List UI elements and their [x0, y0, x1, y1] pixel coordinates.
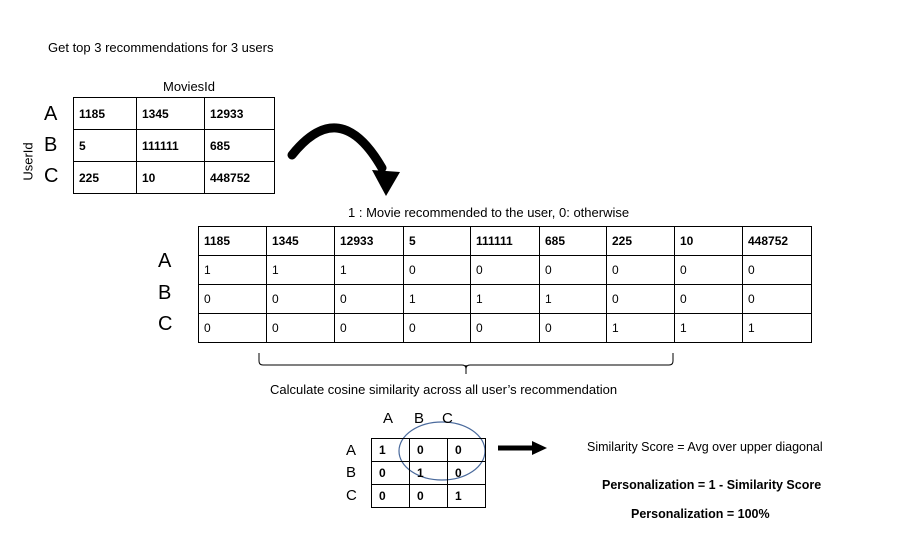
table-cell: 0 [266, 313, 335, 343]
table-cell: 1 [742, 313, 812, 343]
table-cell: 0 [674, 284, 743, 314]
table-cell: 0 [447, 461, 486, 485]
table-row: 1185 1345 12933 [73, 97, 275, 130]
table-cell: 1 [447, 484, 486, 508]
table2-row-label-a: A [158, 250, 172, 272]
user-movies-table: 1185 1345 12933 5 111111 685 225 10 4487… [73, 97, 275, 194]
table-row: 225 10 448752 [73, 161, 275, 194]
sim-col-label-a: A [383, 410, 394, 427]
table2-row-label-c: C [158, 313, 173, 335]
binary-recommendation-table: 1185 1345 12933 5 111111 685 225 10 4487… [198, 226, 812, 343]
column-header: 12933 [334, 226, 404, 256]
table-cell: 0 [334, 284, 404, 314]
table-cell: 1 [198, 255, 267, 285]
table-cell: 5 [73, 129, 137, 162]
calculation-text: Calculate cosine similarity across all u… [270, 382, 618, 397]
column-header: 1345 [266, 226, 335, 256]
sim-row-label-c: C [346, 487, 357, 504]
right-arrow-icon [498, 441, 547, 455]
table-row: 0 0 0 1 1 1 0 0 0 [198, 284, 812, 314]
table-cell: 0 [403, 313, 471, 343]
table1-row-label-a: A [44, 103, 58, 125]
column-header: 1185 [198, 226, 267, 256]
table-cell: 0 [266, 284, 335, 314]
table-cell: 1 [266, 255, 335, 285]
table-cell: 1 [470, 284, 540, 314]
sim-row-label-a: A [346, 442, 357, 459]
table-cell: 0 [371, 484, 410, 508]
table-cell: 0 [674, 255, 743, 285]
column-header: 5 [403, 226, 471, 256]
table-cell: 1 [409, 461, 448, 485]
table-cell: 0 [539, 255, 607, 285]
table-cell: 0 [606, 284, 675, 314]
table-cell: 0 [409, 484, 448, 508]
table2-row-label-b: B [158, 282, 172, 304]
table-cell: 0 [470, 313, 540, 343]
table-cell: 1185 [73, 97, 137, 130]
similarity-matrix: 1 0 0 0 1 0 0 0 1 [371, 438, 486, 508]
table-cell: 1 [403, 284, 471, 314]
table-cell: 0 [334, 313, 404, 343]
table-cell: 1 [539, 284, 607, 314]
table-cell: 0 [403, 255, 471, 285]
table-row: 0 1 0 [371, 461, 486, 485]
table-cell: 0 [742, 255, 812, 285]
column-header: 111111 [470, 226, 540, 256]
table-cell: 1 [371, 438, 410, 462]
table-cell: 111111 [136, 129, 205, 162]
sim-col-label-b: B [414, 410, 425, 427]
table-row: 1 1 1 0 0 0 0 0 0 [198, 255, 812, 285]
table-cell: 0 [371, 461, 410, 485]
sim-row-label-b: B [346, 464, 357, 481]
table-cell: 0 [539, 313, 607, 343]
table-cell: 0 [198, 313, 267, 343]
sim-col-label-c: C [442, 410, 453, 427]
legend-text: 1 : Movie recommended to the user, 0: ot… [348, 205, 630, 220]
column-header: 448752 [742, 226, 812, 256]
table-cell: 0 [447, 438, 486, 462]
movies-id-label: MoviesId [163, 79, 216, 94]
table-row: 0 0 1 [371, 484, 486, 508]
column-header: 685 [539, 226, 607, 256]
table-cell: 225 [73, 161, 137, 194]
table-cell: 448752 [204, 161, 275, 194]
table-row: 0 0 0 0 0 0 1 1 1 [198, 313, 812, 343]
table-cell: 0 [606, 255, 675, 285]
table-cell: 0 [409, 438, 448, 462]
table-cell: 1 [606, 313, 675, 343]
brace-icon [258, 353, 674, 374]
table-row: 1 0 0 [371, 438, 486, 462]
table-cell: 1 [334, 255, 404, 285]
table1-row-label-c: C [44, 165, 59, 187]
personalization-result: Personalization = 100% [631, 507, 770, 521]
column-header: 225 [606, 226, 675, 256]
table-cell: 1 [674, 313, 743, 343]
curved-arrow-icon [287, 123, 400, 196]
table-cell: 0 [470, 255, 540, 285]
table-cell: 0 [198, 284, 267, 314]
diagram-title: Get top 3 recommendations for 3 users [48, 40, 274, 55]
table-header-row: 1185 1345 12933 5 111111 685 225 10 4487… [198, 226, 812, 256]
similarity-score-text: Similarity Score = Avg over upper diagon… [587, 440, 823, 454]
table-cell: 0 [742, 284, 812, 314]
column-header: 10 [674, 226, 743, 256]
table-cell: 12933 [204, 97, 275, 130]
personalization-formula: Personalization = 1 - Similarity Score [602, 478, 822, 492]
table1-row-label-b: B [44, 134, 58, 156]
